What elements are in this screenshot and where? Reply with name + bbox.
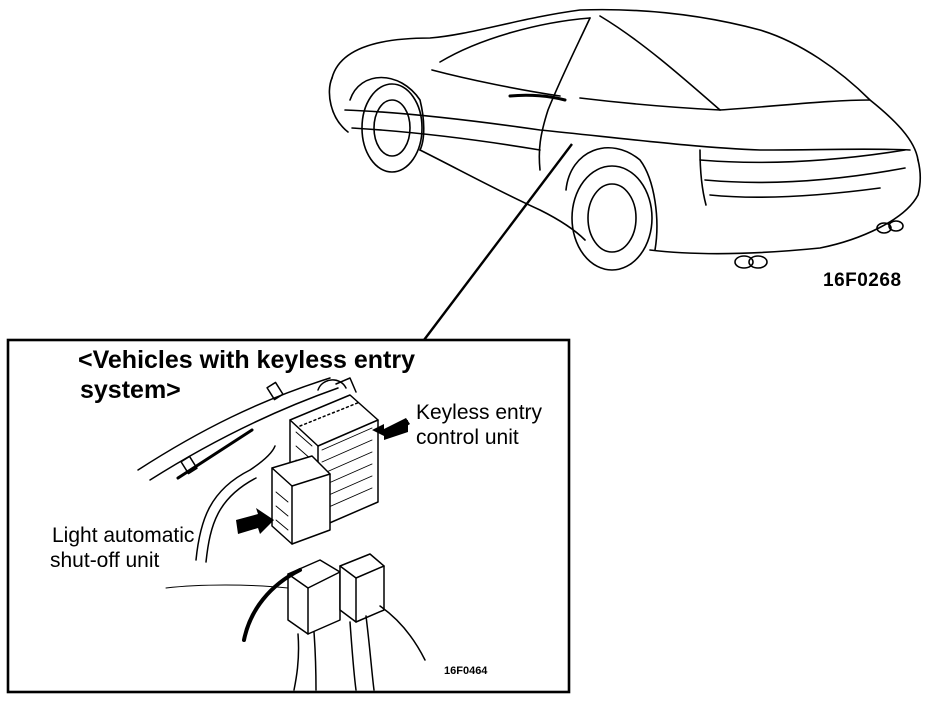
inset-title-line2: system> [80,376,181,404]
keyless-label-line2: control unit [416,426,519,449]
inset-title-line1: <Vehicles with keyless entry [78,346,415,374]
inset-illustration [137,377,426,691]
car-illustration [328,8,922,271]
inset-figure-code: 16F0464 [444,665,488,677]
keyless-label-line1: Keyless entry [416,401,543,424]
light-label-line2: shut-off unit [50,549,160,572]
car-figure-code: 16F0268 [823,270,902,291]
arrow-light-unit [236,508,274,534]
leader-line [423,143,573,341]
light-label-line1: Light automatic [52,524,195,547]
arrow-keyless [372,418,410,440]
